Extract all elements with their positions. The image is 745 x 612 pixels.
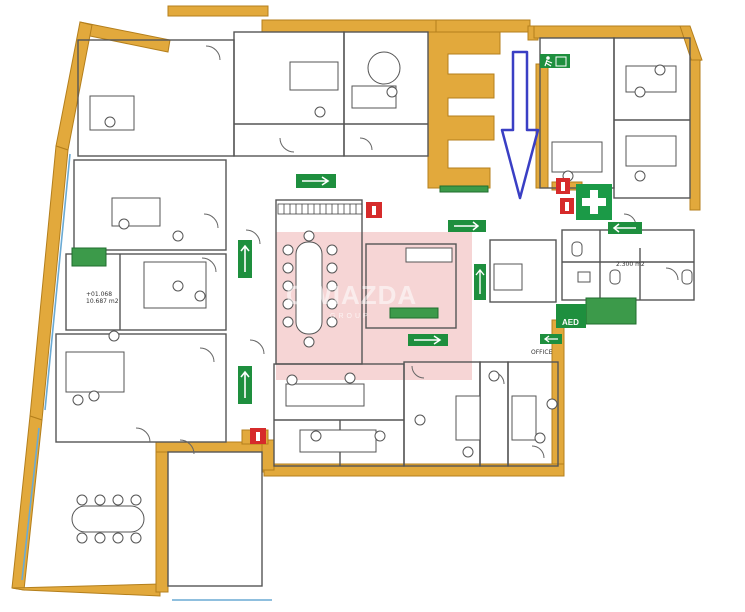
office-tag-label: OFFICE bbox=[531, 349, 553, 356]
aed-sign: AED bbox=[556, 304, 586, 328]
exit-arrow-right-icon bbox=[408, 334, 448, 346]
fire-extinguisher-icon bbox=[556, 178, 570, 194]
conference-table bbox=[71, 505, 145, 533]
furniture bbox=[65, 51, 693, 544]
watermark-tagline: GROUP bbox=[330, 313, 371, 320]
windows bbox=[21, 153, 272, 601]
exit-arrow-up-icon bbox=[238, 240, 252, 278]
fire-extinguisher-icon bbox=[366, 202, 382, 218]
exit-arrow-up-icon bbox=[474, 264, 486, 300]
running-man-exit-icon bbox=[540, 54, 570, 68]
watermark-brand: GWIAZDA bbox=[286, 280, 417, 310]
exit-arrow-up-icon bbox=[238, 366, 252, 404]
meeting-table bbox=[295, 241, 323, 335]
interior-walls bbox=[55, 31, 695, 587]
evacuation-signs: AED bbox=[238, 54, 642, 404]
blue-down-arrow-icon bbox=[500, 50, 540, 200]
exit-arrow-right-icon bbox=[448, 220, 486, 232]
stair-rail bbox=[277, 203, 363, 215]
aed-label: AED bbox=[562, 318, 579, 327]
planters bbox=[71, 185, 637, 325]
fire-extinguisher-icon bbox=[250, 428, 266, 444]
exit-arrow-left-icon bbox=[608, 222, 642, 234]
fire-extinguisher-icon bbox=[560, 198, 574, 214]
first-aid-cross-icon bbox=[576, 184, 612, 220]
area-label: +01.068 bbox=[86, 291, 112, 298]
exit-arrow-left-icon bbox=[540, 334, 562, 344]
exit-arrow-right-icon bbox=[296, 174, 336, 188]
wc-area-label: 2.300 m2 bbox=[616, 261, 645, 268]
fire-signs bbox=[250, 178, 574, 444]
area-sub-label: 10.687 m2 bbox=[86, 298, 119, 305]
